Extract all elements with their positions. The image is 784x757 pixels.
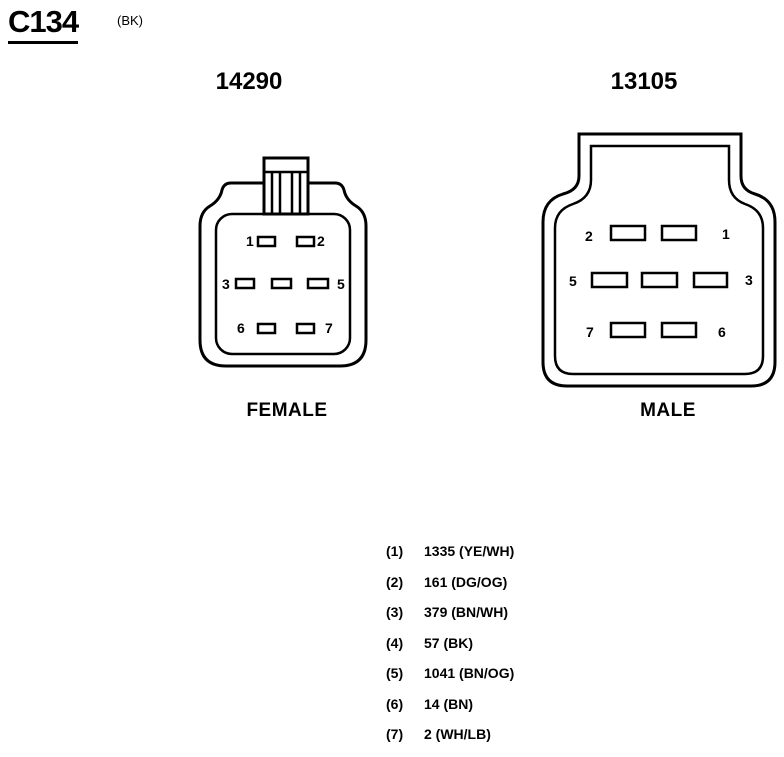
male-part-number: 13105 bbox=[610, 68, 678, 95]
male-inner-shell bbox=[553, 144, 765, 376]
female-pin-label: 5 bbox=[337, 276, 345, 292]
wire-pin: (7) bbox=[386, 726, 404, 742]
male-connector bbox=[541, 132, 777, 388]
female-pin-label: 6 bbox=[237, 320, 245, 336]
wire-pin: (6) bbox=[386, 695, 404, 712]
female-pin-cavities bbox=[234, 235, 330, 335]
wire-row: (6) 14 (BN) bbox=[386, 696, 514, 727]
wire-row: (2) 161 (DG/OG) bbox=[386, 574, 514, 605]
wire-circuit: 161 (DG/OG) bbox=[424, 573, 508, 590]
wire-circuit: 57 (BK) bbox=[424, 634, 474, 651]
wire-row: (1) 1335 (YE/WH) bbox=[386, 543, 514, 574]
female-pin-label: 3 bbox=[222, 276, 230, 292]
connector-id-title: C134 bbox=[8, 4, 79, 44]
wire-circuit-list: (1) 1335 (YE/WH) (2) 161 (DG/OG) (3) 379 (B… bbox=[386, 543, 514, 757]
connector-color-code: (BK) bbox=[117, 13, 143, 28]
wire-circuit: 14 (BN) bbox=[424, 695, 474, 712]
wire-row: (5) 1041 (BN/OG) bbox=[386, 665, 514, 696]
male-pin-labels: 2 1 5 3 7 6 bbox=[569, 226, 753, 340]
wire-pin: (5) bbox=[386, 665, 404, 681]
wire-pin: (1) bbox=[386, 543, 404, 559]
wire-row: (7) 2 (WH/LB) bbox=[386, 726, 514, 757]
male-pin-label: 2 bbox=[585, 228, 593, 244]
male-pin-label: 5 bbox=[569, 273, 577, 289]
wire-pin: (3) bbox=[386, 604, 404, 620]
male-pin-label: 1 bbox=[722, 226, 730, 242]
wire-pin: (2) bbox=[386, 573, 404, 590]
male-label: MALE bbox=[640, 400, 696, 421]
female-pin-labels: 1 2 3 5 6 7 bbox=[222, 233, 345, 336]
female-latch-tab bbox=[262, 156, 310, 216]
female-part-number: 14290 bbox=[215, 68, 283, 95]
male-pin-blades bbox=[590, 224, 729, 339]
wire-circuit: 2 (WH/LB) bbox=[424, 726, 491, 742]
female-pin-label: 1 bbox=[246, 233, 254, 249]
wire-row: (4) 57 (BK) bbox=[386, 635, 514, 666]
female-label: FEMALE bbox=[246, 400, 328, 421]
wire-row: (3) 379 (BN/WH) bbox=[386, 604, 514, 635]
female-inner-cavity bbox=[214, 212, 352, 356]
wire-circuit: 1041 (BN/OG) bbox=[424, 665, 515, 681]
wire-circuit: 1335 (YE/WH) bbox=[424, 543, 515, 559]
male-pin-label: 7 bbox=[586, 324, 594, 340]
female-pin-label: 2 bbox=[317, 233, 325, 249]
female-outer-shell bbox=[198, 181, 368, 368]
male-pin-label: 3 bbox=[745, 272, 753, 288]
wire-pin: (4) bbox=[386, 634, 404, 651]
female-pin-label: 7 bbox=[325, 320, 333, 336]
male-outer-shell bbox=[541, 132, 777, 388]
connector-diagram: 1 2 3 5 6 7 2 1 5 3 7 6 bbox=[198, 132, 777, 388]
male-pin-label: 6 bbox=[718, 324, 726, 340]
wire-circuit: 379 (BN/WH) bbox=[424, 604, 509, 620]
female-connector bbox=[198, 156, 368, 368]
